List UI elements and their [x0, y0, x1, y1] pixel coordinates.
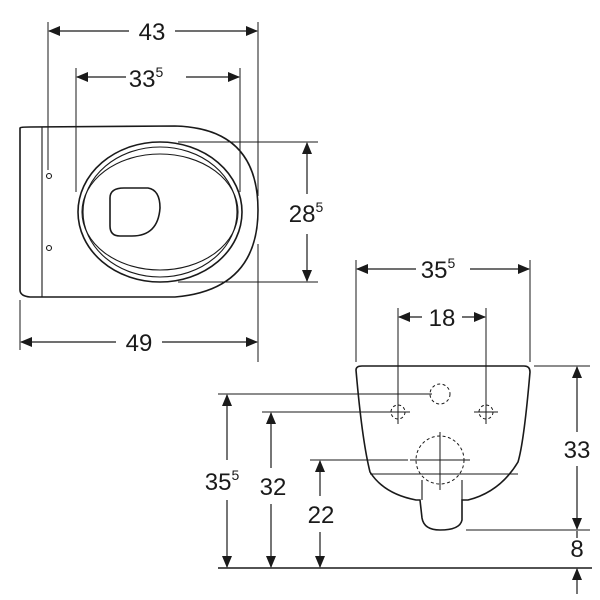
front-view-inlet-circle — [429, 383, 451, 405]
dim-label-top-height: 355 — [205, 467, 240, 496]
dim-label-fixing-height: 32 — [260, 474, 287, 501]
front-view-fixing-cross-right — [474, 400, 498, 424]
front-view-drain-outlet — [410, 432, 470, 490]
front-view-fixing-cross-left — [386, 400, 410, 424]
dim-label-front-height: 33 — [564, 437, 591, 464]
front-view-outline — [355, 365, 531, 531]
dim-label-inner-width: 335 — [129, 64, 164, 93]
top-view-rim-inner — [82, 146, 238, 278]
front-view: 355 18 33 8 355 32 22 — [205, 255, 592, 594]
dim-label-bottom-gap: 8 — [570, 536, 583, 563]
dim-label-overall-width: 43 — [139, 19, 166, 46]
top-view-fixing-hole-upper — [45, 172, 53, 180]
top-view-drain-opening — [109, 187, 161, 237]
front-view-outlet-inner — [421, 480, 463, 500]
dim-label-bowl-depth: 285 — [289, 199, 324, 228]
top-view-fixing-hole-lower — [45, 244, 53, 252]
top-view-outline — [19, 125, 259, 298]
top-view: 43 335 285 49 — [19, 19, 324, 362]
dim-label-drain-height: 22 — [308, 502, 335, 529]
top-view-bowl-inner — [81, 153, 239, 271]
top-view-rim-outer — [77, 141, 243, 283]
dim-label-fixing-spacing: 18 — [429, 305, 456, 332]
dim-label-total-length: 49 — [126, 330, 153, 357]
dim-label-front-width: 355 — [421, 255, 456, 284]
